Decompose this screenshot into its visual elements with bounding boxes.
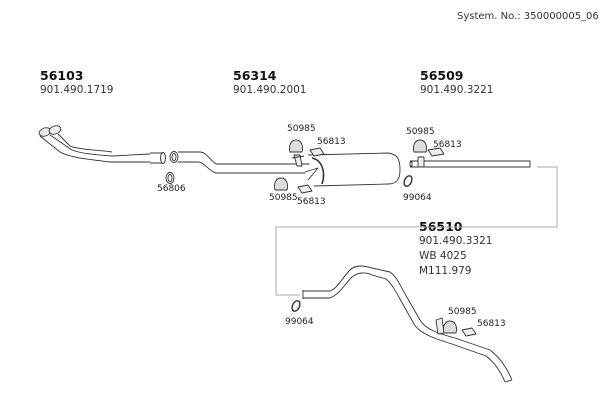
callout-56813-lower-mid: 56813 (297, 197, 326, 207)
callout-50985-rear: 50985 (448, 307, 477, 317)
part-group-56103: 56103 901.490.1719 (40, 68, 113, 98)
part-group-56509: 56509 901.490.3221 (420, 68, 493, 98)
callout-50985-upper-mid: 50985 (287, 124, 316, 134)
part-group-56314: 56314 901.490.2001 (233, 68, 306, 98)
callout-56813-upper-mid: 56813 (317, 137, 346, 147)
callout-56813-upper-right: 56813 (433, 140, 462, 150)
connector-line (275, 166, 558, 296)
middle-pipe-56314[interactable] (178, 139, 401, 194)
callout-56813-rear: 56813 (477, 319, 506, 329)
part-number: 56103 (40, 68, 84, 83)
part-number: 56509 (420, 68, 464, 83)
part-group-56510: 56510 901.490.3321 WB 4025 M111.979 (419, 219, 492, 279)
rear-pipe-56510[interactable] (302, 265, 513, 383)
part-reference: 901.490.1719 (40, 84, 114, 96)
system-number: System. No.: 350000005_06 (457, 11, 599, 22)
gasket-56806[interactable] (165, 151, 179, 184)
tail-pipe-56509[interactable] (409, 139, 531, 168)
part-extra-wb: WB 4025 (419, 250, 467, 262)
callout-50985-lower-mid: 50985 (269, 193, 298, 203)
part-reference: 901.490.2001 (233, 84, 307, 96)
part-number: 56314 (233, 68, 277, 83)
clamp-99064-rear[interactable] (291, 300, 302, 313)
part-reference: 901.490.3321 (419, 235, 493, 247)
callout-50985-upper-right: 50985 (406, 127, 435, 137)
clamp-99064-mid[interactable] (403, 175, 414, 188)
callout-99064-rear: 99064 (285, 317, 314, 327)
part-reference: 901.490.3221 (420, 84, 494, 96)
callout-56806: 56806 (157, 184, 186, 194)
part-extra-model: M111.979 (419, 265, 472, 277)
front-pipe-56103[interactable] (38, 124, 166, 164)
callout-99064-mid: 99064 (403, 193, 432, 203)
